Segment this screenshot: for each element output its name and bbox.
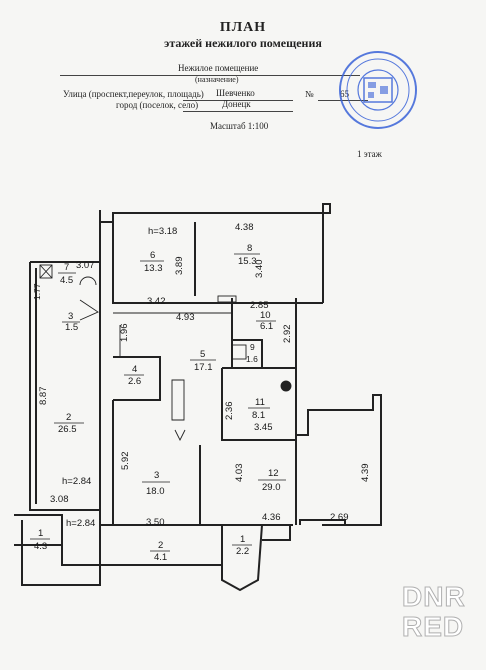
dimension: 4.03: [234, 464, 245, 483]
stamp-icon: [339, 51, 417, 129]
ceiling-height: h=3.18: [148, 226, 177, 237]
number-value: 65: [340, 89, 349, 99]
room-number: 1: [240, 534, 245, 545]
room-number: 4: [132, 364, 137, 375]
city-label: город (поселок, село): [116, 100, 199, 110]
room-area: 17.1: [194, 362, 213, 373]
room-area: 2.6: [128, 376, 141, 387]
room-area: 4.3: [34, 541, 47, 552]
room-number: 3: [68, 311, 73, 322]
dimension: 3.40: [254, 260, 265, 279]
dimension: 5.92: [120, 452, 131, 471]
room-area: 8.1: [252, 410, 265, 421]
plan-title: ПЛАН: [219, 20, 267, 35]
number-label: №: [305, 89, 314, 99]
room-area: 1.6: [246, 354, 258, 364]
dimension: 3.45: [254, 422, 273, 433]
dimension: 4.93: [176, 312, 195, 323]
dimension: 2.69: [330, 512, 349, 523]
room-area: 4.1: [154, 552, 167, 563]
ceiling-height: h=2.84: [66, 518, 95, 529]
room-number: 3: [154, 470, 159, 481]
room-area: 13.3: [144, 263, 163, 274]
purpose-value: Нежилое помещение: [178, 63, 259, 73]
watermark-logo: DNR RED: [402, 581, 472, 652]
room-area: 6.1: [260, 321, 273, 332]
room-number: 2: [158, 540, 163, 551]
dimension: 4.38: [235, 222, 254, 233]
dimension: 1.77: [32, 283, 42, 300]
street-label: Улица (проспект,переулок, площадь): [63, 89, 204, 99]
detail-lines: [39, 264, 292, 442]
street-rule: [183, 100, 293, 101]
dimension: 3.50: [146, 517, 165, 528]
city-value: Донецк: [222, 99, 251, 109]
room-area: 26.5: [58, 424, 77, 435]
floor-label: 1 этаж: [357, 149, 382, 159]
number-rule: [318, 100, 368, 101]
dimension: 2.85: [250, 300, 269, 311]
street-value: Шевченко: [216, 88, 255, 98]
room-number: 10: [260, 310, 271, 321]
room-number: 1: [38, 528, 43, 539]
dimension-labels: h=3.18 4.38 3.89 3.40 3.07 1.77 3.42 2.8…: [32, 222, 371, 529]
room-area: 29.0: [262, 482, 281, 493]
room-labels: 6 13.3 8 15.3 7 4.5 3 1.5 10 6.1 9 1.6 5…: [30, 243, 286, 563]
dimension: 3.89: [174, 257, 185, 276]
room-number: 9: [250, 342, 255, 352]
room-number: 12: [268, 468, 279, 479]
purpose-caption: (назначение): [195, 75, 239, 84]
room-area: 1.5: [65, 322, 78, 333]
dimension: 4.36: [262, 512, 281, 523]
watermark-line: DNR: [402, 581, 466, 612]
scale-label: Масштаб 1:100: [210, 121, 269, 131]
dimension: 4.39: [360, 464, 371, 483]
ceiling-height: h=2.84: [62, 476, 91, 487]
room-number: 6: [150, 250, 155, 261]
dimension: 3.42: [147, 296, 166, 307]
dimension: 3.07: [76, 260, 95, 271]
room-number: 8: [247, 243, 252, 254]
room-number: 2: [66, 412, 71, 423]
watermark-line: RED: [402, 611, 465, 642]
dimension: 8.87: [38, 387, 49, 406]
room-area: 18.0: [146, 486, 165, 497]
room-number: 7: [64, 262, 69, 273]
plan-subtitle: этажей нежилого помещения: [164, 36, 322, 50]
room-number: 5: [200, 349, 205, 360]
room-number: 11: [255, 397, 265, 408]
dimension: 3.08: [50, 494, 69, 505]
room-area: 2.2: [236, 546, 249, 557]
dimension: 1.96: [119, 324, 130, 343]
dimension: 2.36: [224, 402, 235, 421]
purpose-rule: [60, 75, 360, 76]
city-rule: [183, 111, 293, 112]
room-area: 4.5: [60, 275, 73, 286]
dimension: 2.92: [282, 325, 293, 344]
room-area: 15.3: [238, 256, 257, 267]
walls: [14, 203, 382, 592]
